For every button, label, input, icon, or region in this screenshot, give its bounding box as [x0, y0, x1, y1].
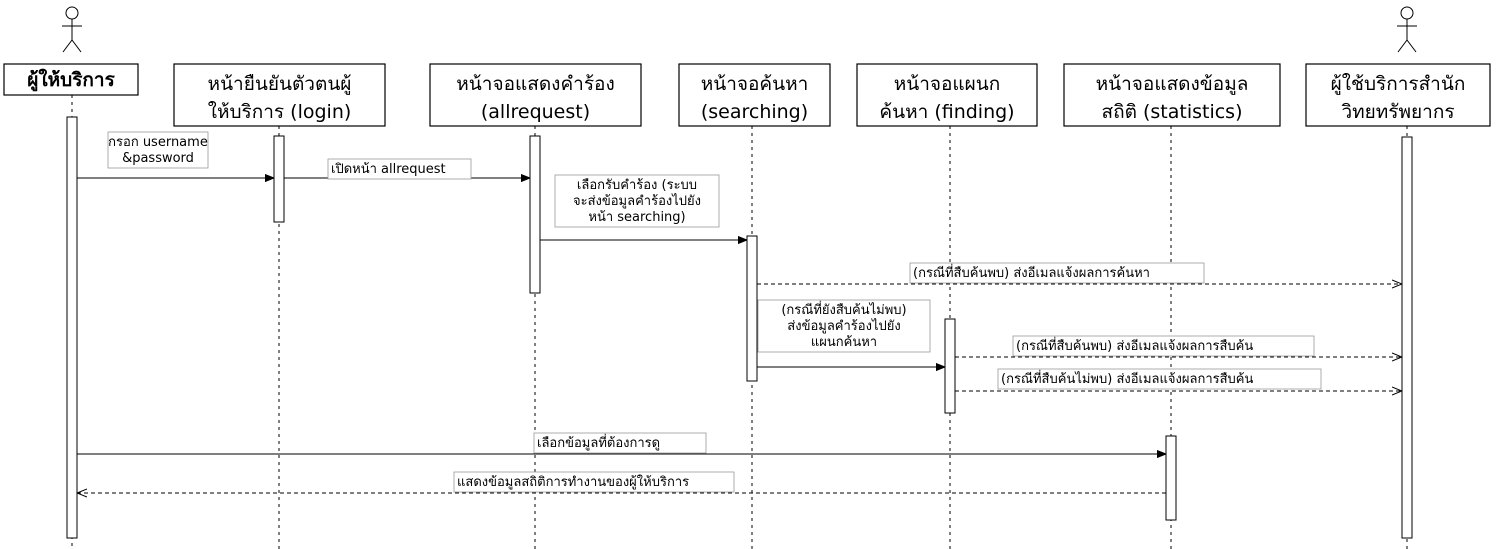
actor-icon	[62, 6, 82, 53]
activation-bar-login	[273, 135, 285, 223]
message-label-box	[997, 368, 1322, 390]
participant-subtitle-allrequest: (allrequest)	[481, 101, 590, 123]
participant-library: ผู้ใช้บริการสำนักวิทยทรัพยากร	[1305, 6, 1491, 549]
message-m2: เปิดหน้า allrequest	[284, 158, 530, 180]
message-label-box	[909, 262, 1205, 284]
message-label-line: กรอก username	[108, 135, 208, 150]
message-label-line: &password	[122, 151, 194, 166]
participant-subtitle-login: ให้บริการ (login)	[208, 101, 352, 123]
activation-bar-provider	[66, 116, 78, 539]
actor-left-leg	[62, 39, 73, 53]
participant-subtitle-finding: ค้นหา (finding)	[879, 101, 1014, 123]
actor-left-leg	[1397, 39, 1408, 53]
message-label-line: เลือกรับคำร้อง (ระบบ	[577, 177, 697, 193]
participant-login: หน้ายืนยันตัวตนผู้ให้บริการ (login)	[173, 63, 386, 549]
participant-subtitle-statistics: สถิติ (statistics)	[1102, 101, 1243, 123]
message-label-line: แผนกค้นหา	[811, 335, 877, 350]
participant-box-library	[1305, 63, 1491, 127]
message-label-box	[757, 299, 931, 353]
message-m8: เลือกข้อมูลที่ต้องการดู	[77, 432, 1166, 454]
message-label-box	[327, 158, 472, 180]
message-label-line: ส่งข้อมูลคำร้องไปยัง	[787, 318, 900, 334]
participant-box-finding	[856, 63, 1038, 127]
message-label-line: หน้า searching)	[588, 210, 685, 225]
message-m3: เลือกรับคำร้อง (ระบบจะส่งข้อมูลคำร้องไปย…	[540, 174, 747, 240]
participant-title-library: ผู้ใช้บริการสำนัก	[1331, 73, 1466, 95]
activation-bar-searching	[746, 235, 758, 382]
message-label-line: จะส่งข้อมูลคำร้องไปยัง	[573, 193, 701, 209]
participant-title-allrequest: หน้าจอแสดงคำร้อง	[456, 73, 614, 95]
participant-title-login: หน้ายืนยันตัวตนผู้	[208, 73, 352, 95]
participant-box-allrequest	[429, 63, 642, 127]
message-m1: กรอก username&password	[77, 131, 274, 178]
message-label-line: (กรณีที่ยังสืบค้นไม่พบ)	[781, 301, 906, 318]
participant-subtitle-library: วิทยทรัพยากร	[1341, 101, 1454, 123]
activation-bar-finding	[944, 318, 956, 414]
actor-head	[65, 6, 79, 20]
message-m5: (กรณีที่ยังสืบค้นไม่พบ)ส่งข้อมูลคำร้องไป…	[757, 299, 945, 367]
message-label-line: เลือกข้อมูลที่ต้องการดู	[537, 434, 660, 451]
activation-bar-library	[1401, 136, 1413, 539]
message-m4: (กรณีที่สืบค้นพบ) ส่งอีเมลแจ้งผลการค้นหา	[757, 262, 1402, 284]
message-label-box	[554, 174, 720, 228]
participant-title-finding: หน้าจอแผนก	[894, 73, 1001, 95]
participant-title-provider: ผู้ให้บริการ	[27, 68, 115, 92]
message-label-box	[107, 131, 209, 169]
participant-box-searching	[678, 63, 831, 127]
message-label-line: (กรณีที่สืบค้นพบ) ส่งอีเมลแจ้งผลการค้นหา	[913, 264, 1150, 281]
message-m9: แสดงข้อมูลสถิติการทำงานของผู้ให้บริการ	[77, 471, 1166, 493]
message-m6: (กรณีที่สืบค้นพบ) ส่งอีเมลแจ้งผลการสืบค้…	[955, 335, 1402, 357]
participant-title-statistics: หน้าจอแสดงข้อมูล	[1096, 73, 1249, 95]
message-label-box	[533, 432, 707, 454]
message-label-line: แสดงข้อมูลสถิติการทำงานของผู้ให้บริการ	[457, 474, 689, 490]
participant-subtitle-searching: (searching)	[701, 101, 808, 123]
actor-right-leg	[1406, 39, 1417, 53]
actor-icon	[1397, 6, 1417, 53]
actor-head	[1400, 6, 1414, 20]
actor-right-leg	[71, 39, 82, 53]
message-label-box	[453, 471, 735, 493]
message-m7: (กรณีที่สืบค้นไม่พบ) ส่งอีเมลแจ้งผลการสื…	[955, 368, 1402, 391]
participant-box-provider	[3, 63, 139, 96]
participant-searching: หน้าจอค้นหา (searching)	[678, 63, 831, 549]
activation-bar-statistics	[1165, 435, 1177, 521]
participant-provider: ผู้ให้บริการ	[3, 6, 139, 549]
message-label-line: (กรณีที่สืบค้นไม่พบ) ส่งอีเมลแจ้งผลการสื…	[1001, 370, 1253, 387]
message-label-line: (กรณีที่สืบค้นพบ) ส่งอีเมลแจ้งผลการสืบค้…	[1016, 337, 1253, 354]
activation-bar-allrequest	[529, 135, 541, 294]
participant-box-statistics	[1063, 63, 1281, 127]
message-label-box	[1012, 335, 1315, 357]
message-label-line: เปิดหน้า allrequest	[331, 162, 446, 177]
participant-box-login	[173, 63, 386, 127]
participant-title-searching: หน้าจอค้นหา	[701, 73, 809, 95]
